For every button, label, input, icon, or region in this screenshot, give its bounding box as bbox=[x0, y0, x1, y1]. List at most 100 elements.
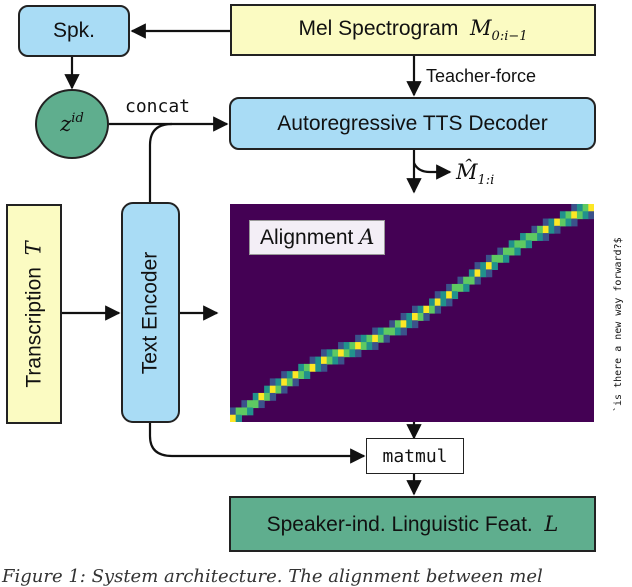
heatmap-cell bbox=[565, 211, 572, 220]
heatmap-cell bbox=[303, 363, 311, 372]
heatmap-cell bbox=[366, 334, 373, 343]
transcription-label: Transcription bbox=[22, 266, 46, 388]
heatmap-cell bbox=[400, 320, 407, 329]
heatmap-cell bbox=[468, 276, 476, 285]
heatmap-cell bbox=[451, 291, 459, 300]
teacher-force-label: Teacher-force bbox=[426, 66, 537, 86]
heatmap-cell bbox=[457, 276, 464, 285]
heatmap-cell bbox=[332, 349, 339, 358]
heatmap-cell bbox=[434, 305, 442, 314]
heatmap-cell bbox=[400, 327, 407, 336]
concat-label: concat bbox=[125, 96, 191, 117]
heatmap-cell bbox=[571, 211, 578, 220]
alignment-math: A bbox=[359, 225, 375, 249]
heatmap-cell bbox=[269, 378, 277, 387]
heatmap-cell bbox=[360, 342, 368, 350]
heatmap-cell bbox=[412, 305, 419, 314]
heatmap-cell bbox=[429, 305, 436, 314]
speaker-embedding-circle: zid bbox=[35, 89, 109, 159]
heatmap-cell bbox=[548, 225, 555, 234]
heatmap-cell bbox=[281, 378, 288, 387]
linguistic-math: L bbox=[544, 511, 559, 536]
heatmap-cell bbox=[281, 371, 288, 379]
arrow-encoder-to-matmul bbox=[148, 423, 366, 464]
decoder-output-label: M̂1:i bbox=[456, 160, 494, 188]
heatmap-cell bbox=[366, 342, 373, 350]
heatmap-cell bbox=[525, 233, 533, 241]
heatmap-cell bbox=[412, 320, 419, 329]
heatmap-cell bbox=[548, 218, 555, 227]
speaker-encoder-box: Spk. bbox=[18, 5, 130, 57]
heatmap-cell bbox=[321, 363, 328, 372]
heatmap-cell bbox=[372, 327, 379, 336]
heatmap-cell bbox=[571, 218, 578, 227]
heatmap-cell bbox=[457, 283, 464, 292]
transcription-box: Transcription T bbox=[6, 204, 62, 424]
heatmap-cell bbox=[429, 298, 436, 307]
heatmap-cell bbox=[349, 342, 356, 350]
heatmap-cell bbox=[309, 356, 316, 365]
heatmap-cell bbox=[235, 407, 242, 416]
heatmap-cell bbox=[485, 269, 493, 278]
heatmap-cell bbox=[241, 400, 248, 409]
alignment-side-text: `is there a new way forward?$ bbox=[613, 237, 624, 412]
heatmap-cell bbox=[491, 262, 498, 270]
heatmap-cell bbox=[542, 233, 550, 241]
heatmap-cell bbox=[565, 218, 572, 227]
heatmap-cell bbox=[520, 240, 527, 249]
heatmap-cell bbox=[372, 342, 379, 350]
heatmap-cell bbox=[286, 371, 294, 379]
heatmap-cell bbox=[480, 262, 487, 270]
heatmap-cell bbox=[400, 313, 407, 321]
heatmap-cell bbox=[514, 247, 521, 256]
heatmap-cell bbox=[394, 327, 402, 336]
heatmap-cell bbox=[554, 225, 561, 234]
heatmap-cell bbox=[383, 334, 390, 343]
heatmap-cell bbox=[446, 298, 453, 307]
text-encoder-box: Text Encoder bbox=[121, 202, 180, 423]
heatmap-cell bbox=[497, 247, 504, 256]
heatmap-cell bbox=[355, 349, 362, 358]
heatmap-cell bbox=[576, 211, 584, 220]
mel-subscript: 0:i−1 bbox=[491, 29, 528, 44]
heatmap-cell bbox=[463, 276, 470, 285]
mel-math: M bbox=[470, 16, 492, 40]
matmul-label: matmul bbox=[382, 445, 448, 467]
heatmap-cell bbox=[269, 385, 277, 394]
heatmap-cell bbox=[264, 385, 271, 394]
heatmap-cell bbox=[326, 349, 333, 358]
heatmap-cell bbox=[468, 269, 476, 278]
heatmap-cell bbox=[514, 240, 521, 249]
heatmap-cell bbox=[247, 407, 254, 416]
heatmap-cell bbox=[559, 218, 567, 227]
heatmap-cell bbox=[446, 283, 453, 292]
heatmap-cell bbox=[440, 298, 447, 307]
heatmap-cell bbox=[230, 407, 237, 416]
transcription-math: T bbox=[21, 240, 46, 255]
heatmap-cell bbox=[412, 313, 419, 321]
heatmap-cell bbox=[292, 378, 299, 387]
heatmap-cell bbox=[286, 378, 294, 387]
heatmap-cell bbox=[321, 356, 328, 365]
heatmap-cell bbox=[434, 291, 442, 300]
heatmap-cell bbox=[321, 349, 328, 358]
zid-math: z bbox=[60, 112, 72, 136]
heatmap-cell bbox=[485, 262, 493, 270]
heatmap-cell bbox=[531, 233, 538, 241]
heatmap-cell bbox=[372, 334, 379, 343]
heatmap-cell bbox=[503, 254, 510, 263]
heatmap-cell bbox=[247, 400, 254, 409]
heatmap-cell bbox=[576, 204, 584, 212]
heatmap-cell bbox=[281, 385, 288, 394]
heatmap-cell bbox=[383, 327, 390, 336]
heatmap-cell bbox=[520, 233, 527, 241]
zid-superscript: id bbox=[71, 111, 84, 126]
heatmap-cell bbox=[394, 320, 402, 329]
heatmap-cell bbox=[315, 363, 322, 372]
heatmap-cell bbox=[423, 313, 430, 321]
heatmap-cell bbox=[338, 342, 345, 350]
figure-caption: Figure 1: System architecture. The align… bbox=[2, 566, 543, 587]
heatmap-cell bbox=[298, 363, 305, 372]
